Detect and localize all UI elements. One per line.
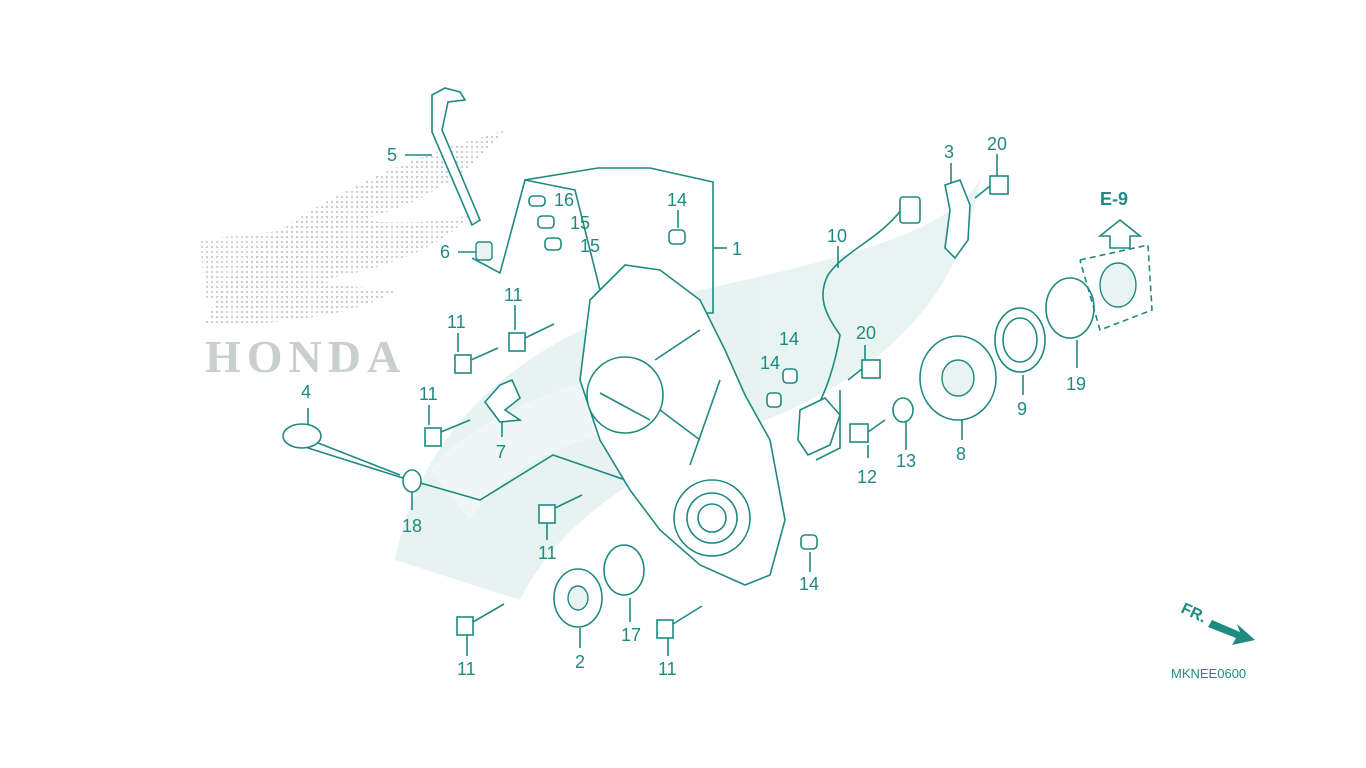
callout-11: 11 xyxy=(658,659,677,679)
bolt-part-20 xyxy=(847,175,1009,381)
callout-20: 20 xyxy=(856,323,876,343)
callout-14: 14 xyxy=(667,190,687,210)
leader-lines xyxy=(307,154,1078,656)
callout-13: 13 xyxy=(896,451,916,471)
callout-15: 15 xyxy=(570,213,590,233)
callout-2: 2 xyxy=(575,652,585,672)
o-ring-part-17 xyxy=(603,544,645,596)
callout-14: 14 xyxy=(799,574,819,594)
oil-level-gauge-part-4 xyxy=(282,423,401,476)
callout-11: 11 xyxy=(504,285,523,305)
honda-watermark-text: HONDA xyxy=(205,331,406,382)
cap-part-2 xyxy=(553,568,603,628)
callout-9: 9 xyxy=(1017,399,1027,419)
gear-part-8 xyxy=(919,335,997,421)
wing-logo-watermark xyxy=(200,130,505,325)
dowel-pin-part-14 xyxy=(668,229,818,550)
callout-14: 14 xyxy=(760,353,780,373)
drawing-code: MKNEE0600 xyxy=(1171,666,1246,681)
callout-20: 20 xyxy=(987,134,1007,154)
callout-12: 12 xyxy=(857,467,877,487)
callout-14: 14 xyxy=(779,329,799,349)
crankcase-cover-part-1 xyxy=(579,264,786,586)
callout-11: 11 xyxy=(419,384,438,404)
snap-ring-part-19 xyxy=(1045,277,1095,339)
callout-11: 11 xyxy=(447,312,466,332)
callout-6: 6 xyxy=(440,242,450,262)
harness-part-10 xyxy=(797,196,921,457)
callout-15: 15 xyxy=(580,236,600,256)
callout-17: 17 xyxy=(621,625,641,645)
washer-part-13 xyxy=(892,397,914,423)
front-arrow-label: FR. xyxy=(1178,600,1209,626)
callout-4: 4 xyxy=(301,382,311,402)
reference-label: E-9 xyxy=(1100,189,1128,209)
callout-5: 5 xyxy=(387,145,397,165)
callouts: 1 2 3 4 5 6 7 8 9 10 11 11 11 11 11 11 1… xyxy=(301,134,1086,679)
callout-16: 16 xyxy=(554,190,574,210)
plate-part-3 xyxy=(944,179,971,260)
callout-3: 3 xyxy=(944,142,954,162)
callout-8: 8 xyxy=(956,444,966,464)
callout-11: 11 xyxy=(538,543,557,563)
front-arrow xyxy=(1208,620,1255,645)
dowel-pins-parts-15-16 xyxy=(528,195,562,251)
callout-7: 7 xyxy=(496,442,506,462)
bearing-reference-e9 xyxy=(1079,218,1153,332)
callout-11: 11 xyxy=(457,659,476,679)
bolt-part-11 xyxy=(424,323,703,639)
callout-1: 1 xyxy=(732,239,742,259)
bolt-part-12 xyxy=(849,419,886,443)
callout-19: 19 xyxy=(1066,374,1086,394)
callout-18: 18 xyxy=(402,516,422,536)
one-way-clutch-part-9 xyxy=(994,307,1046,373)
bracket-part-7 xyxy=(483,378,523,423)
dipstick-tube-part-5 xyxy=(431,87,482,227)
callout-10: 10 xyxy=(827,226,847,246)
o-ring-part-18 xyxy=(402,469,422,493)
spring-part-6 xyxy=(475,241,493,261)
